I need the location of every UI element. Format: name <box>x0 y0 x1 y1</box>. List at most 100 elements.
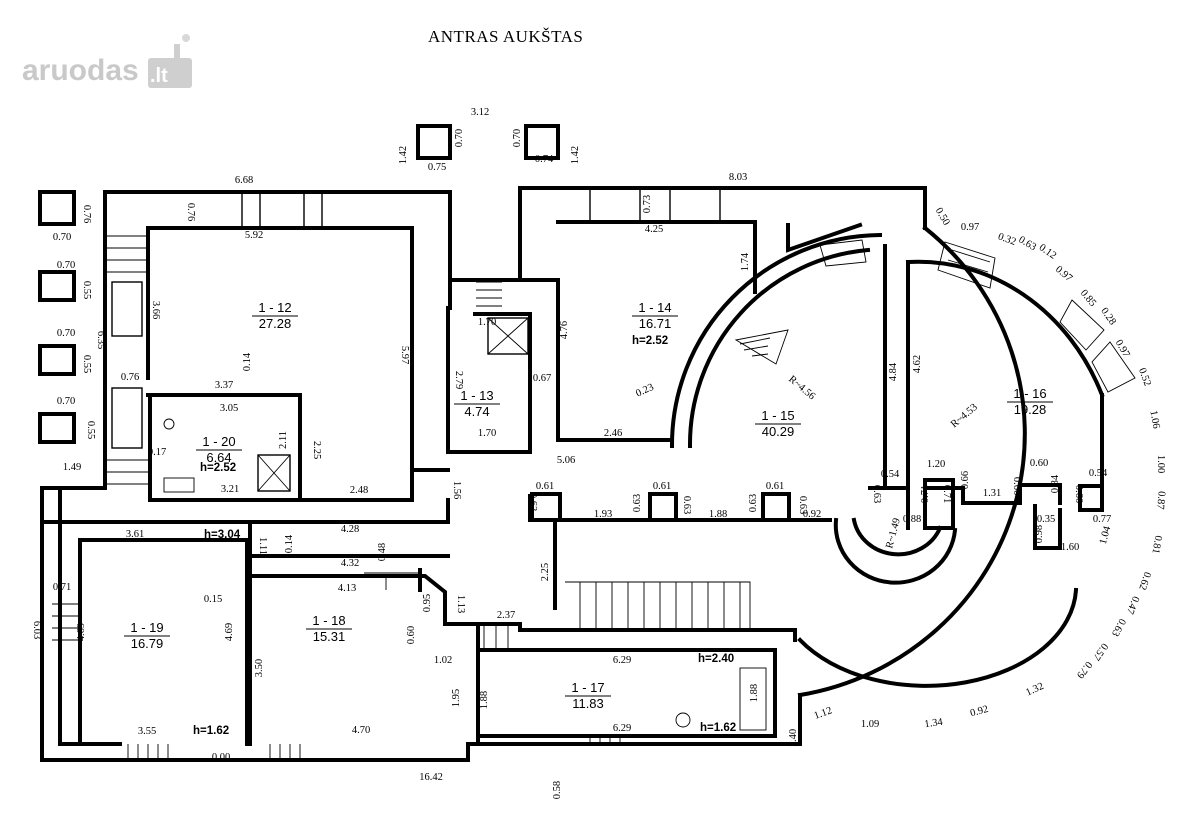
dimension: 0.76 <box>121 372 139 383</box>
room-1-13: 1 - 134.74 <box>454 388 500 419</box>
dimension: 0.70 <box>53 232 71 243</box>
dimension: 5.92 <box>245 230 263 241</box>
dimension: 16.42 <box>419 772 443 783</box>
aruodas-logo: aruodas .lt <box>22 34 192 88</box>
dimension: 0.54 <box>1089 468 1108 479</box>
dimension: 4.13 <box>338 583 356 594</box>
dimension: 2.25 <box>540 563 551 581</box>
dimension: 0.52 <box>1136 367 1153 388</box>
dimension: 0.54 <box>881 469 900 480</box>
logo-text: aruodas <box>22 54 139 87</box>
room-id: 1 - 20 <box>202 434 235 449</box>
dimension: 3.66 <box>150 301 161 319</box>
dimension: 2.25 <box>311 441 322 459</box>
room-area: 19.28 <box>1014 402 1047 417</box>
dimension: 0.66 <box>960 471 971 489</box>
dimension: 3.21 <box>221 484 239 495</box>
dimension: 1.34 <box>924 717 944 731</box>
room-1-20: 1 - 206.64h=2.52 <box>196 434 242 474</box>
dimension: 6.03 <box>31 621 42 639</box>
dimension: 0.57 <box>1090 641 1110 662</box>
walls <box>38 124 1105 762</box>
smoke-icon <box>182 34 190 42</box>
logo-suffix: .lt <box>150 65 168 87</box>
dimension: 2.46 <box>604 428 622 439</box>
fixtures <box>52 187 1136 760</box>
dimension: 4.28 <box>341 524 359 535</box>
dimension: 4.69 <box>76 623 87 641</box>
room-area: 15.31 <box>313 629 346 644</box>
dimension: 0.61 <box>536 481 554 492</box>
dimension: 3.05 <box>220 403 238 414</box>
dimension: 3.61 <box>126 529 144 540</box>
dimension: 0.28 <box>1098 306 1118 327</box>
dimension: 4.69 <box>224 623 235 641</box>
dimension: 1.70 <box>478 428 496 439</box>
dimension: 0.85 <box>1078 288 1098 309</box>
dimension: 1.06 <box>1147 410 1161 430</box>
room-id: 1 - 18 <box>312 613 345 628</box>
dimension: 1.49 <box>63 462 81 473</box>
dimension: 1.00 <box>1155 455 1166 473</box>
dimension: 0.32 <box>996 231 1017 248</box>
dimension: 4.70 <box>352 725 370 736</box>
dimension: 1.02 <box>434 655 452 666</box>
dimension: 8.03 <box>729 172 747 183</box>
dimension: 0.63 <box>797 496 808 514</box>
dimension: 1.56 <box>451 481 462 499</box>
dimension: 0.88 <box>903 514 921 525</box>
height-label: h=1.62 <box>700 722 736 734</box>
dimension: 0.12 <box>1037 242 1058 262</box>
dimension: 1.95 <box>451 689 462 707</box>
dimension: 1.88 <box>749 684 760 702</box>
dimension: 0.48 <box>377 543 388 561</box>
room-area: 6.64 <box>206 450 231 465</box>
dimension: 0.84 <box>1050 474 1061 493</box>
room-area: 40.29 <box>762 424 795 439</box>
dimension: 3.37 <box>215 380 233 391</box>
dimension: 0.76 <box>81 205 92 223</box>
dimension: 5.97 <box>399 346 410 364</box>
dimension: 0.23 <box>634 382 655 400</box>
dimension: 0.70 <box>57 328 75 339</box>
dimension: 1.11 <box>257 537 268 555</box>
dimension: 6.35 <box>95 331 106 349</box>
dimension: 0.79 <box>1074 659 1094 680</box>
dimension: 0.60 <box>406 626 417 644</box>
dimension: 4.32 <box>341 558 359 569</box>
dimension: 0.92 <box>969 704 990 719</box>
dimension: 0.17 <box>148 447 166 458</box>
dimension: 0.63 <box>681 496 692 514</box>
dimension: 0.63 <box>632 494 643 512</box>
room-id: 1 - 12 <box>258 300 291 315</box>
room-area: 11.83 <box>572 696 604 711</box>
height-label: h=3.04 <box>204 529 241 541</box>
dimension: 1.60 <box>1061 542 1079 553</box>
dimension: 0.60 <box>1030 458 1048 469</box>
dimension: 0.70 <box>512 129 523 147</box>
dimension: 1.42 <box>398 146 409 164</box>
dimension: 1.88 <box>709 509 727 520</box>
dimension: 1.40 <box>788 729 799 747</box>
room-area: 4.74 <box>464 404 489 419</box>
dimension: 0.58 <box>552 781 563 799</box>
dimension: 1.04 <box>1098 524 1114 545</box>
dimension: 1.31 <box>983 488 1001 499</box>
room-height: h=2.52 <box>632 335 668 347</box>
dimension: 0.61 <box>653 481 671 492</box>
dimension: 1.70 <box>478 317 496 328</box>
dimension: 0.63 <box>871 485 882 503</box>
room-area: 27.28 <box>259 316 292 331</box>
dimension: 0.63 <box>527 493 538 511</box>
dimension: 0.00 <box>212 752 230 763</box>
dimension: 0.92 <box>803 509 821 520</box>
dimension: 0.14 <box>242 352 253 371</box>
dimension: 0.35 <box>1037 514 1055 525</box>
dimension: 2.48 <box>350 485 368 496</box>
dimension: 0.71 <box>941 485 952 503</box>
